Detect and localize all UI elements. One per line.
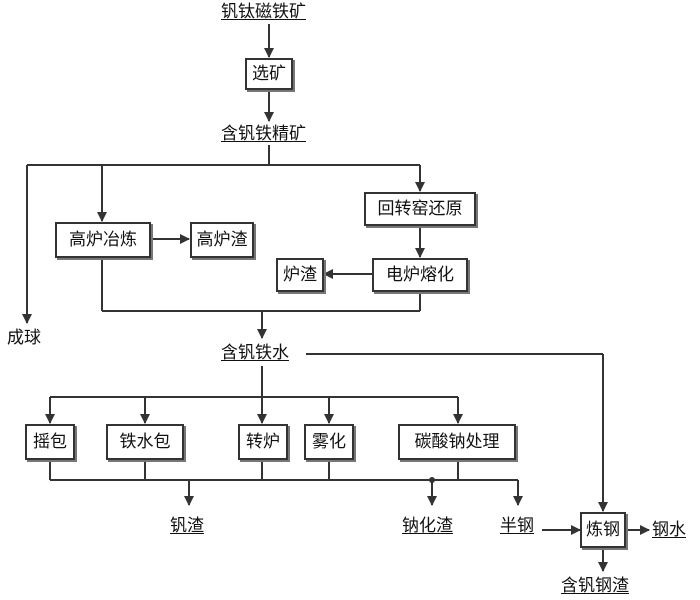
box-shaking-ladle: 摇包 [25,424,75,460]
box-beneficiation: 选矿 [245,58,293,90]
label-hot-metal: 含钒铁水 [221,343,289,363]
label-semi-steel: 半钢 [500,516,534,536]
box-bf-slag: 高炉渣 [190,222,254,258]
box-atomization: 雾化 [304,424,354,460]
box-electric-melting: 电炉熔化 [372,258,468,292]
label-pelletizing: 成球 [7,328,41,348]
box-furnace-slag: 炉渣 [276,258,324,292]
label-molten-steel: 钢水 [652,520,686,540]
box-soda-treatment: 碳酸钠处理 [398,424,516,460]
junction-dot [429,477,435,483]
box-rotary-kiln: 回转窑还原 [364,192,476,226]
box-converter: 转炉 [238,424,288,460]
label-ore: 钒钛磁铁矿 [221,2,306,22]
label-vanadium-slag: 钒渣 [170,516,204,536]
label-concentrate: 含钒铁精矿 [221,124,306,144]
box-hot-metal-ladle: 铁水包 [106,424,184,460]
label-vanadium-steel-slag: 含钒钢渣 [561,576,629,596]
box-blast-furnace: 高炉冶炼 [55,222,151,258]
label-sodium-slag: 钠化渣 [402,516,453,536]
box-steelmaking: 炼钢 [580,512,626,548]
